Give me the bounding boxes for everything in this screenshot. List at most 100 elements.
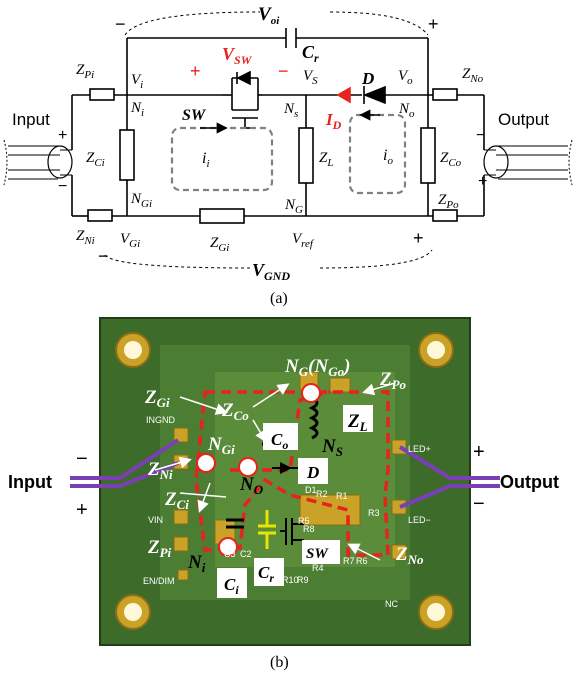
label-zno: ZNo [462, 66, 484, 85]
zgi-resistor [199, 208, 245, 224]
label-sw: SW [182, 107, 207, 124]
silk-led-minus: LED− [408, 515, 431, 525]
loop-ii [170, 126, 274, 192]
voi-plus: + [428, 14, 439, 34]
zpo-resistor [432, 209, 458, 222]
zl-resistor [298, 127, 314, 184]
pcb-label-ngi: NGi [207, 434, 235, 457]
silk-r2: R2 [316, 489, 328, 499]
id-arrow [336, 86, 351, 104]
output-plus: + [478, 173, 487, 190]
body-diode [236, 70, 251, 86]
schematic [3, 11, 573, 269]
silk-r10: R10 [282, 575, 299, 585]
zno-resistor [432, 88, 458, 101]
pcb-nodes [196, 383, 321, 557]
pcb-label-zgi: ZGi [144, 387, 170, 410]
silk-r3: R3 [368, 508, 380, 518]
label-vs: VS [303, 68, 318, 87]
pcb-current-loop [194, 390, 390, 557]
diode-body [362, 85, 386, 105]
pcb: INGND VIN EN/DIM LED+ LED− NC R1 R2 R3 R… [70, 317, 500, 646]
label-vsw: VSW [222, 44, 253, 67]
label-zpo: ZPo [438, 192, 459, 211]
schematic-input-label: Input [12, 110, 50, 129]
input-minus: − [58, 178, 67, 195]
label-ng: NG [284, 197, 303, 216]
input-plus: + [58, 127, 67, 144]
silk-ingnd: INGND [146, 415, 176, 425]
silk-r5: R5 [298, 516, 310, 526]
cr-label-box [254, 558, 284, 586]
voi-arc-left [124, 11, 261, 36]
silk-c2: C2 [240, 549, 252, 559]
pcb-inductor-symbol [308, 396, 319, 440]
pcb-labels: NG(NGo) ZPo ZGi ZCo ZL Co NS NGi ZNi NO … [144, 356, 424, 597]
pcb-label-zpi: ZPi [147, 537, 172, 560]
loop-io [348, 113, 407, 195]
pcb-label-zci: ZCi [164, 489, 189, 512]
label-ns: Ns [283, 101, 298, 120]
pcb-label-zno: ZNo [395, 544, 424, 567]
silk-vin: VIN [148, 515, 163, 525]
pcb-label-ng: NG(NGo) [284, 356, 350, 379]
label-no: No [398, 101, 415, 120]
label-id: ID [325, 110, 342, 132]
in-coax-end [47, 145, 73, 179]
label-zl: ZL [319, 150, 333, 169]
pcb-output-plus: + [473, 441, 485, 463]
caption-b: (b) [270, 654, 289, 671]
sw-label-box [302, 540, 340, 564]
pcb-label-d: D [306, 463, 319, 482]
mounting-holes [115, 332, 454, 630]
pcb-switch-symbol [280, 518, 304, 545]
silk-en-dim: EN/DIM [143, 576, 175, 586]
label-voi: Voi [258, 4, 280, 27]
silk-r6: R6 [356, 556, 368, 566]
pcb-label-co: Co [271, 430, 288, 452]
output-minus: − [476, 127, 485, 144]
vgnd-arc-left [104, 254, 251, 269]
pcb-label-zni: ZNi [147, 459, 173, 482]
silk-r1: R1 [336, 491, 348, 501]
label-ii: ii [202, 150, 210, 170]
label-ni: Ni [130, 100, 144, 119]
pcb-label-no: NO [239, 474, 264, 497]
pcb-annotation-arrows [154, 382, 396, 561]
d-label-box [298, 458, 328, 484]
silk-r9: R9 [297, 575, 309, 585]
pcb-input-label: Input [8, 472, 52, 492]
pcb-label-zl: ZL [347, 411, 368, 434]
schematic-labels: Voi Cr VSW + − VS D Vo − + ZPi Vi Ni SW … [12, 4, 549, 307]
pcb-wires [70, 438, 500, 509]
caption-a: (a) [270, 290, 288, 307]
pcb-output-minus: − [473, 493, 485, 515]
pcb-label-sw: SW [306, 546, 329, 562]
ci-label-box [217, 568, 247, 598]
vgnd-plus: + [413, 228, 424, 248]
out-break [568, 139, 573, 186]
label-zci: ZCi [86, 150, 105, 169]
label-vi: Vi [131, 72, 143, 91]
zpi-resistor [89, 88, 115, 101]
zci-resistor [119, 129, 135, 181]
label-d: D [361, 69, 374, 88]
co-label-box [263, 423, 298, 450]
silk-d1: D1 [305, 485, 317, 495]
vgnd-arc-right [319, 249, 433, 269]
vgnd-minus: − [98, 246, 109, 266]
pcb-output-label: Output [500, 472, 559, 492]
label-ngi: NGi [130, 191, 152, 210]
label-zni: ZNi [76, 228, 95, 247]
voi-arc-right [329, 11, 429, 36]
pcb-label-ni: Ni [187, 552, 206, 575]
pcb-input-plus: + [76, 499, 88, 521]
label-cr: Cr [302, 42, 319, 65]
label-vo: Vo [398, 68, 413, 87]
vsw-minus: − [278, 61, 289, 81]
pcb-label-zco: ZCo [221, 400, 249, 423]
label-vgi: VGi [120, 231, 140, 250]
label-io: io [383, 147, 393, 167]
zco-resistor [420, 127, 436, 184]
